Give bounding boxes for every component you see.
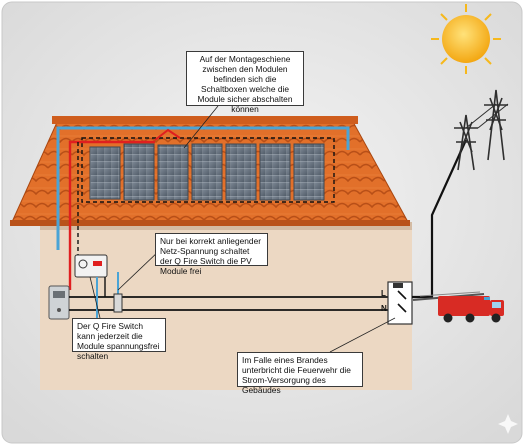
- label-neutral-n: N: [381, 304, 387, 313]
- utility-feed-line: [412, 139, 468, 299]
- pointer-qfire: [89, 276, 101, 319]
- blue-bus-frame: [56, 126, 350, 250]
- callout-fire-brigade: Im Falle eines Brandes unterbricht die F…: [237, 352, 363, 395]
- solar-panel-icon: [293, 143, 325, 201]
- solar-panel-icon: [191, 143, 223, 201]
- sun-icon: [431, 4, 501, 74]
- pointer-montage: [183, 105, 219, 149]
- callout-pointer-rail: [154, 128, 181, 141]
- callout-q-fire-switch: Der Q Fire Switch kann jederzeit die Mod…: [72, 318, 166, 361]
- callout-montage-rail: Auf der Montageschiene zwischen den Modu…: [186, 51, 304, 114]
- power-pylon-icon: [454, 89, 509, 171]
- solar-panel-icon: [89, 146, 121, 200]
- inverter-icon: [48, 285, 70, 320]
- pointer-netz: [117, 249, 161, 291]
- solar-panel-icon: [123, 143, 155, 201]
- label-line-l: L: [381, 289, 386, 298]
- q-fire-switch-icon: [74, 254, 108, 278]
- dc-string-red: [68, 140, 155, 290]
- solar-panel-icon: [259, 143, 291, 201]
- sparkle-icon: [498, 414, 518, 434]
- ac-wiring: [69, 272, 410, 320]
- solar-panel-array: [89, 143, 325, 201]
- solar-panel-icon: [225, 143, 257, 201]
- pointer-brand: [329, 317, 396, 353]
- main-switch-icon: [387, 281, 413, 325]
- fire-truck-icon: [412, 291, 504, 323]
- solar-panel-icon: [157, 144, 189, 201]
- callout-grid-voltage: Nur bei korrekt anliegender Netz-Spannun…: [155, 233, 268, 276]
- mounting-rail-dashed: [81, 137, 335, 203]
